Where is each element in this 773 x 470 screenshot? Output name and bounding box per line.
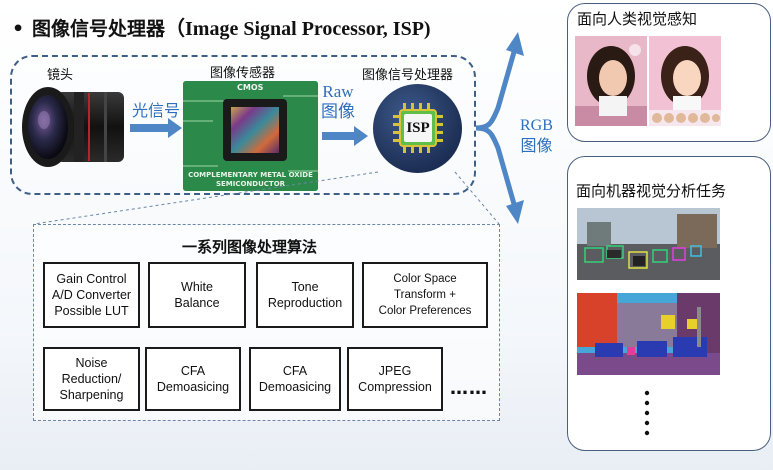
step-white-balance-text: White Balance <box>174 280 220 310</box>
segmentation-scene-image <box>577 293 720 375</box>
step-noise-reduction-text: Noise Reduction/ Sharpening <box>59 356 124 402</box>
sensor-caption-line2: SEMICONDUCTOR <box>215 180 286 188</box>
detection-scene-image <box>577 208 720 280</box>
step-cfa-demosaicing-1: CFA Demoasicing <box>145 347 241 411</box>
raw-image-label: Raw 图像 <box>321 82 355 122</box>
human-perception-title: 面向人类视觉感知 <box>577 10 698 28</box>
step-cfa-demosaicing-1-text: CFA Demoasicing <box>156 364 230 394</box>
isp-label: 图像信号处理器 <box>362 68 454 83</box>
rgb-label-line2: 图像 <box>520 136 553 155</box>
sensor-label: 图像传感器 <box>210 66 276 81</box>
bullet: • <box>12 18 25 40</box>
sensor-cmos-text: CMOS <box>237 83 264 92</box>
pipeline-container <box>10 55 476 195</box>
isp-chip-icon <box>393 103 443 153</box>
rgb-image-label: RGB 图像 <box>520 116 553 156</box>
isp-chip-text: ISP <box>406 120 430 136</box>
title-chinese: 图像信号处理器 <box>32 18 166 40</box>
sensor-caption: COMPLEMENTARY METAL OXIDE SEMICONDUCTOR <box>183 171 318 189</box>
step-tone-reproduction-text: Tone Reproduction <box>267 280 343 310</box>
lens-image <box>22 87 124 167</box>
arrow-sensor-to-isp <box>322 126 368 146</box>
step-color-space-transform: Color Space Transform + Color Preference… <box>362 262 488 328</box>
step-cfa-demosaicing-2-text: CFA Demoasicing <box>258 364 332 394</box>
portrait-photo-enhanced <box>649 36 721 126</box>
step-jpeg-compression-text: JPEG Compression <box>358 364 432 394</box>
light-signal-label: 光信号 <box>132 101 181 120</box>
output-branch-arrows <box>475 32 524 224</box>
step-tone-reproduction: Tone Reproduction <box>256 262 354 328</box>
page-title: • 图像信号处理器（Image Signal Processor, ISP) <box>12 12 431 41</box>
step-color-space-transform-text: Color Space Transform + Color Preference… <box>378 273 472 317</box>
sensor-caption-line1: COMPLEMENTARY METAL OXIDE <box>188 171 313 179</box>
raw-label-line1: Raw <box>322 82 354 101</box>
step-gain-control: Gain Control A/D Converter Possible LUT <box>43 262 140 328</box>
algorithms-ellipsis: …… <box>450 378 488 399</box>
step-noise-reduction: Noise Reduction/ Sharpening <box>43 347 140 411</box>
sensor-image: CMOS COMPLEMENTARY METAL OXIDE SEMICONDU… <box>183 81 318 191</box>
step-white-balance: White Balance <box>148 262 246 328</box>
arrow-lens-to-sensor <box>130 118 182 138</box>
algorithms-title: 一系列图像处理算法 <box>182 238 318 256</box>
lens-label: 镜头 <box>47 68 74 83</box>
portrait-photo-original <box>575 36 647 126</box>
step-jpeg-compression: JPEG Compression <box>347 347 443 411</box>
rgb-label-line1: RGB <box>520 117 553 134</box>
machine-vision-title: 面向机器视觉分析任务 <box>576 182 727 200</box>
raw-label-line2: 图像 <box>321 102 355 122</box>
title-english: （Image Signal Processor, ISP) <box>165 18 431 40</box>
step-gain-control-text: Gain Control A/D Converter Possible LUT <box>51 272 132 318</box>
step-cfa-demosaicing-2: CFA Demoasicing <box>249 347 341 411</box>
vertical-ellipsis-icon <box>644 390 650 436</box>
